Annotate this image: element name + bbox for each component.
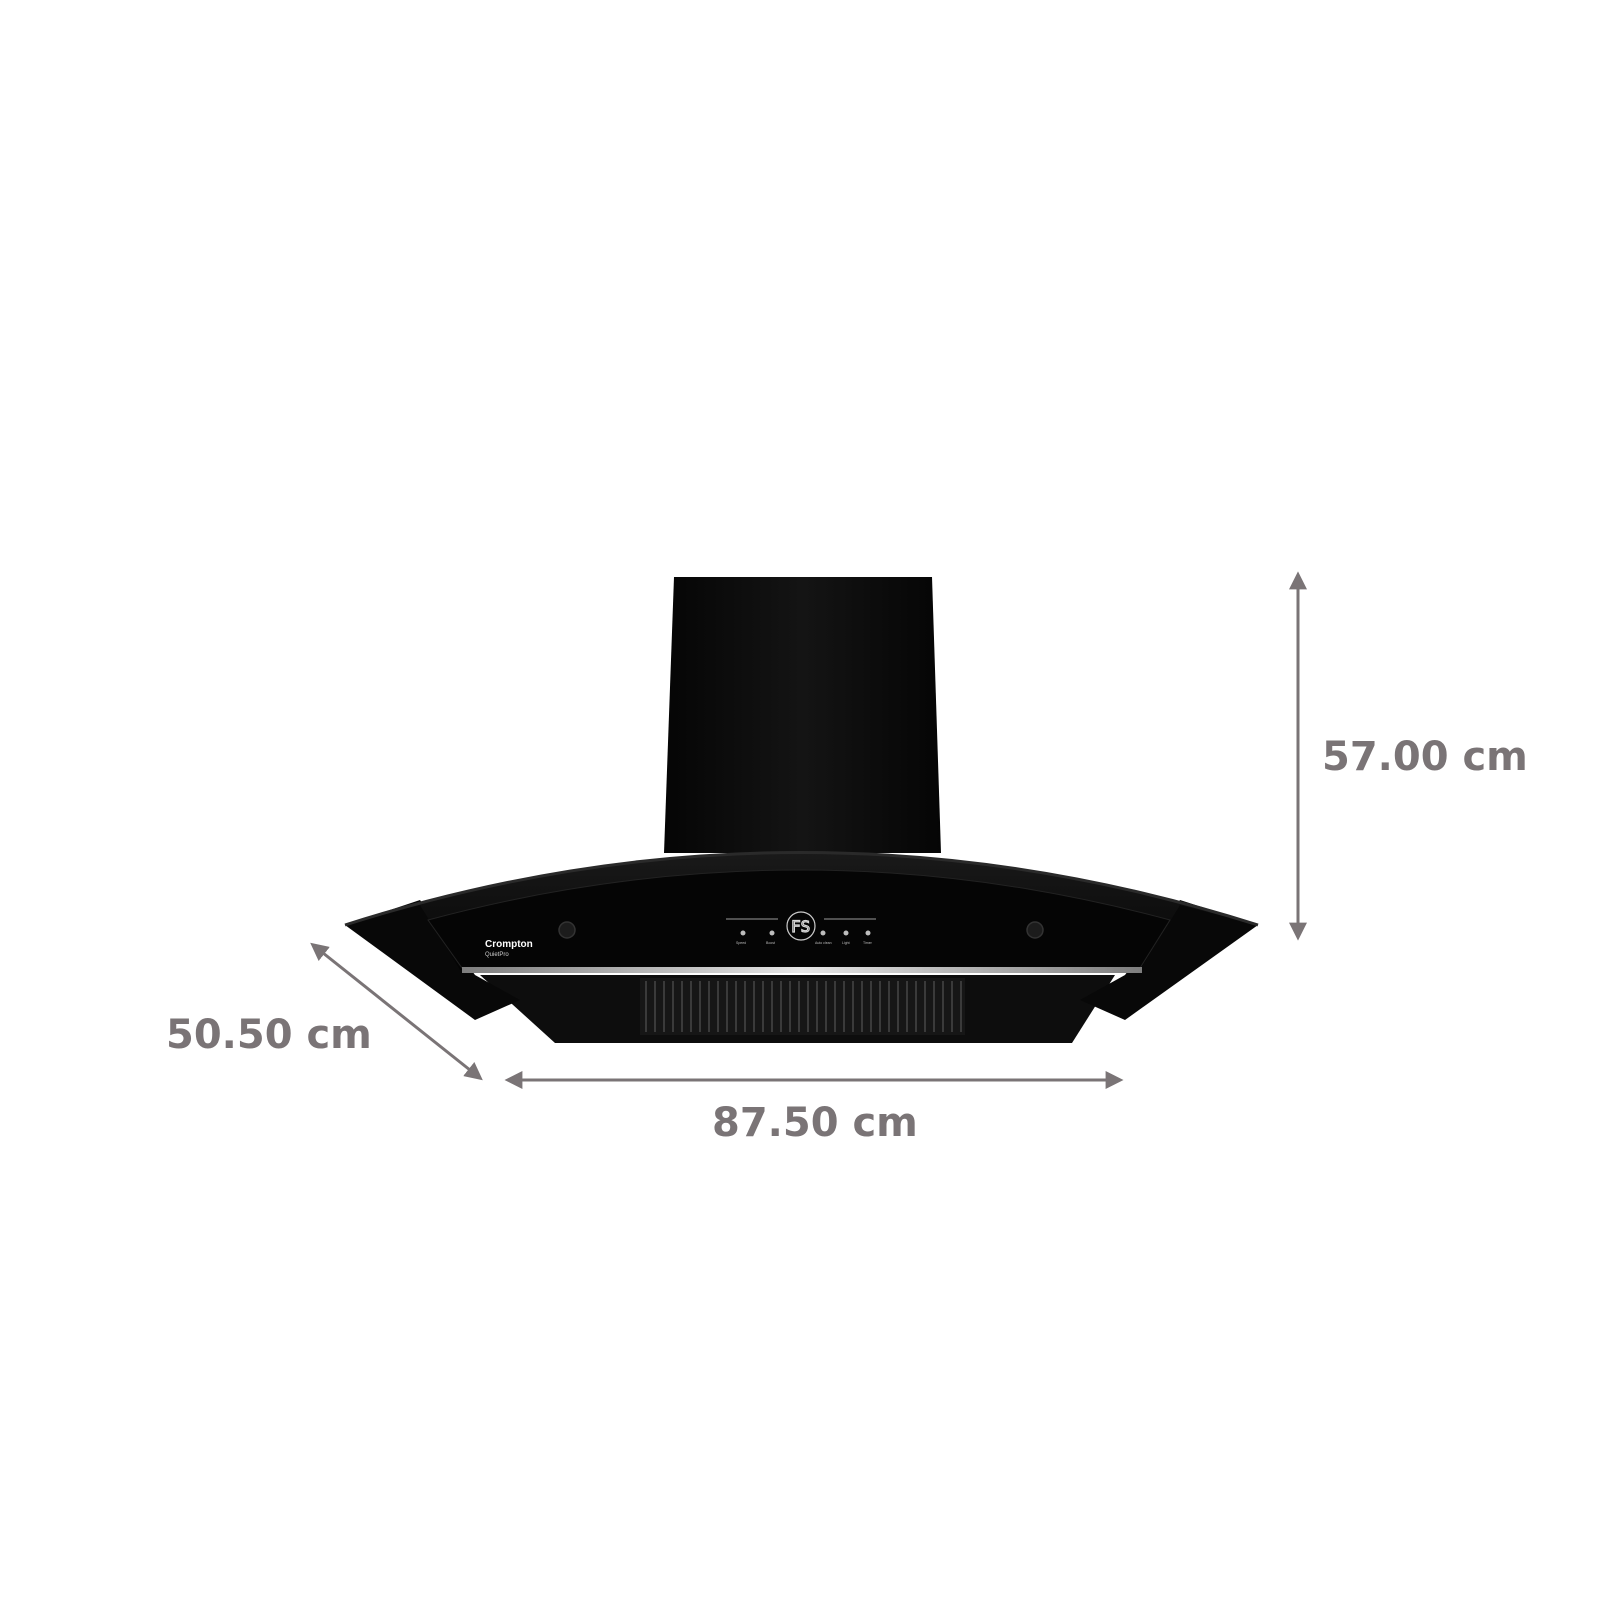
hood-chimney bbox=[664, 577, 941, 853]
auto-clean-icon bbox=[820, 930, 826, 936]
hood-glass-edge bbox=[344, 851, 1259, 927]
display-ring bbox=[786, 911, 816, 941]
touch-controls: Speed Boost Auto clean Light Timer bbox=[736, 930, 873, 945]
chimney-hood-image: Crompton QuietPro FS Speed Boost Auto cl… bbox=[344, 577, 1259, 1043]
control-label-light: Light bbox=[842, 941, 850, 945]
brand-name: Crompton bbox=[485, 939, 533, 950]
depth-dimension-label: 50.50 cm bbox=[166, 1012, 372, 1058]
width-dimension-label: 87.50 cm bbox=[712, 1100, 918, 1146]
control-label-boost: Boost bbox=[766, 941, 775, 945]
height-dimension-label: 57.00 cm bbox=[1322, 734, 1528, 780]
dimension-annotations: 57.00 cm 50.50 cm 87.50 cm bbox=[166, 571, 1528, 1146]
control-label-auto-clean: Auto clean bbox=[815, 941, 832, 945]
baffle-filter bbox=[640, 978, 965, 1035]
hood-steel-trim bbox=[462, 967, 1142, 973]
speed-icon bbox=[740, 930, 746, 936]
model-name: QuietPro bbox=[485, 952, 509, 958]
right-lamp bbox=[1026, 921, 1044, 939]
control-label-timer: Timer bbox=[863, 941, 873, 945]
control-label-speed: Speed bbox=[736, 941, 746, 945]
light-icon bbox=[843, 930, 849, 936]
hood-right-wing bbox=[1080, 900, 1258, 1020]
boost-icon bbox=[769, 930, 775, 936]
left-lamp bbox=[558, 921, 576, 939]
hood-control-panel bbox=[427, 869, 1171, 969]
depth-dimension-arrow bbox=[310, 942, 483, 1081]
display-readout: FS bbox=[791, 917, 810, 936]
timer-icon bbox=[865, 930, 871, 936]
